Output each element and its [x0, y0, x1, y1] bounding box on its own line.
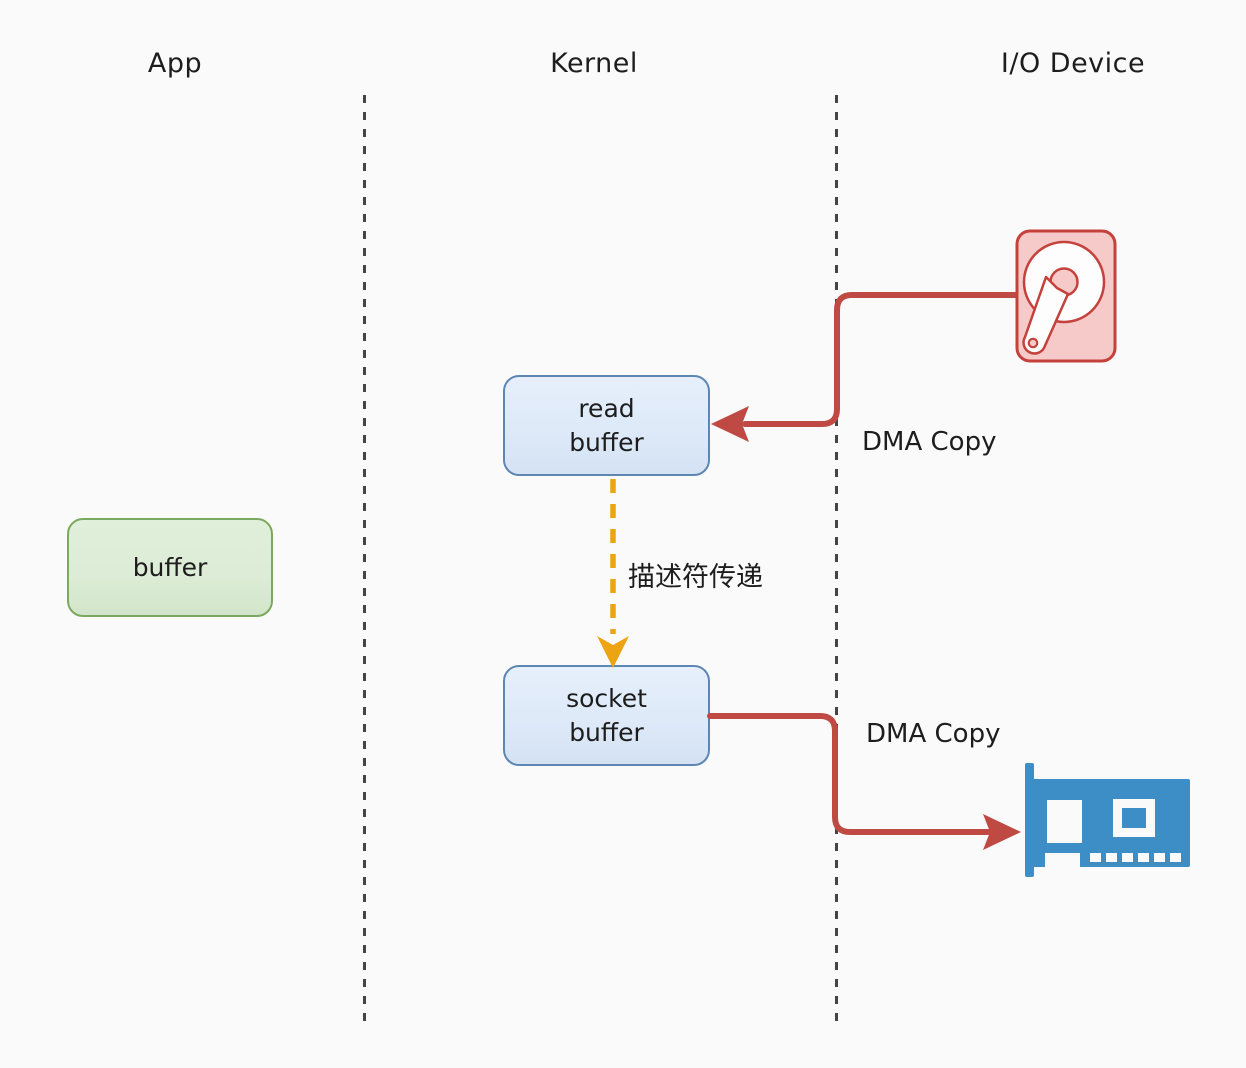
socket-buffer-box: socket buffer: [503, 665, 710, 766]
app-kernel-divider: [363, 95, 366, 1030]
descriptor-transfer-arrow: [597, 479, 629, 668]
dma-arrow-disk-to-read-buffer: [711, 292, 1021, 442]
descriptor-transfer-label: 描述符传递: [628, 562, 763, 593]
column-header-kernel: Kernel: [550, 48, 638, 79]
column-header-io-device: I/O Device: [1000, 48, 1146, 79]
kernel-io-divider: [835, 95, 838, 1030]
dma-copy-label-top: DMA Copy: [862, 427, 997, 457]
column-header-app: App: [147, 48, 203, 79]
hard-disk-icon: [1015, 229, 1117, 363]
dma-copy-label-bottom: DMA Copy: [866, 719, 1001, 749]
network-card-icon: [1025, 763, 1190, 877]
read-buffer-box: read buffer: [503, 375, 710, 476]
app-buffer-box: buffer: [67, 518, 273, 617]
